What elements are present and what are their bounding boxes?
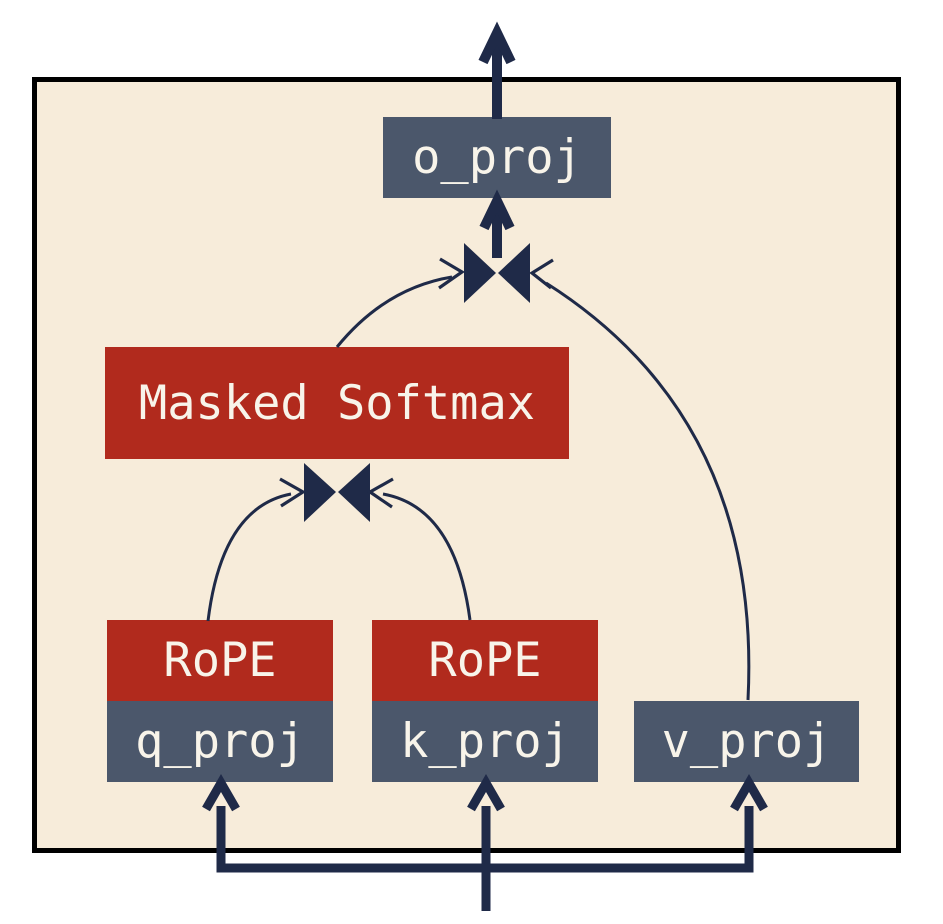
v-proj-node: v_proj	[634, 701, 859, 782]
rope-q-label: RoPE	[163, 633, 277, 688]
rope-q-node: RoPE	[107, 620, 333, 701]
k-proj-label: k_proj	[400, 714, 570, 769]
k-proj-node: k_proj	[372, 701, 598, 782]
q-proj-label: q_proj	[135, 714, 305, 769]
v-proj-label: v_proj	[661, 714, 832, 769]
output-arrowhead-icon	[478, 21, 516, 65]
rope-k-label: RoPE	[428, 633, 542, 688]
o-proj-node: o_proj	[383, 117, 611, 198]
q-proj-node: q_proj	[107, 701, 333, 782]
masked-softmax-label: Masked Softmax	[138, 375, 536, 431]
o-proj-label: o_proj	[412, 130, 582, 185]
rope-k-node: RoPE	[372, 620, 598, 701]
masked-softmax-node: Masked Softmax	[105, 347, 569, 459]
